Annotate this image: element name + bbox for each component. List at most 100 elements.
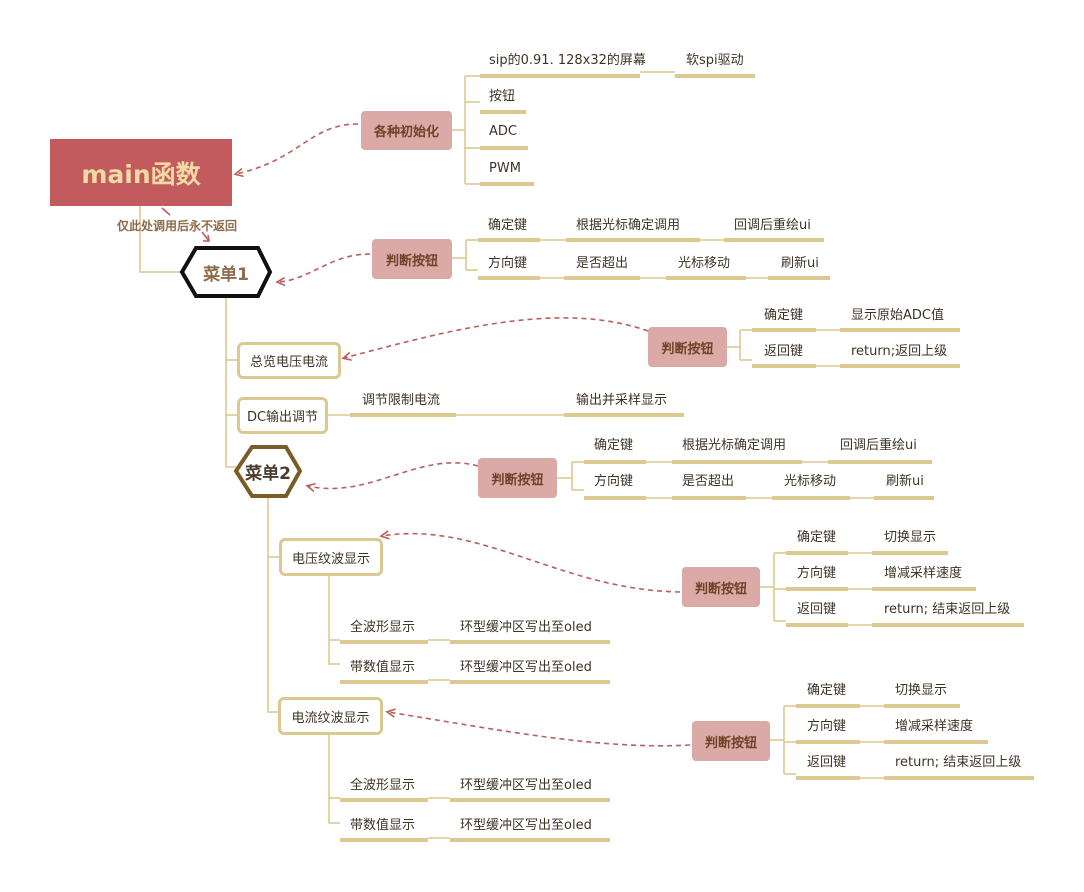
current-ripple-node[interactable]: 电流纹波显示 bbox=[278, 697, 383, 735]
underline bbox=[566, 238, 700, 242]
current-numeric: 带数值显示 bbox=[350, 818, 416, 833]
menu2-confirm-redraw: 回调后重绘ui bbox=[840, 438, 917, 453]
underline bbox=[340, 838, 428, 842]
init-item-screen: sip的0.91. 128x32的屏幕 bbox=[489, 53, 646, 68]
voltage-judge-node[interactable]: 判断按钮 bbox=[682, 567, 760, 607]
menu1-judge-node[interactable]: 判断按钮 bbox=[372, 239, 452, 279]
underline bbox=[796, 740, 860, 744]
voltage-toggle-display: 切换显示 bbox=[884, 530, 937, 545]
voltage-return: return; 结束返回上级 bbox=[884, 602, 1011, 617]
underline bbox=[872, 587, 976, 591]
menu2-judge-node[interactable]: 判断按钮 bbox=[478, 458, 557, 498]
underline bbox=[672, 460, 802, 464]
underline bbox=[350, 413, 456, 417]
init-item-spi: 软spi驱动 bbox=[686, 53, 744, 68]
underline bbox=[772, 496, 850, 500]
overview-confirm-key: 确定键 bbox=[764, 308, 804, 323]
menu1-confirm-redraw: 回调后重绘ui bbox=[734, 218, 811, 233]
underline bbox=[840, 328, 960, 332]
underline bbox=[872, 551, 948, 555]
current-sample-rate: 增减采样速度 bbox=[895, 719, 974, 734]
underline bbox=[340, 798, 428, 802]
voltage-back-key: 返回键 bbox=[797, 602, 837, 617]
underline bbox=[450, 838, 610, 842]
underline bbox=[480, 182, 534, 186]
menu1-direction-key: 方向键 bbox=[488, 256, 528, 271]
voltage-full-waveform: 全波形显示 bbox=[350, 620, 416, 635]
dc-limit-current: 调节限制电流 bbox=[362, 393, 441, 408]
menu2-direction-key: 方向键 bbox=[594, 474, 634, 489]
underline bbox=[340, 680, 428, 684]
menu2-direction-refresh: 刷新ui bbox=[886, 474, 924, 489]
menu2-confirm-key: 确定键 bbox=[594, 438, 634, 453]
underline bbox=[450, 680, 610, 684]
underline bbox=[480, 146, 528, 150]
current-direction-key: 方向键 bbox=[807, 719, 847, 734]
underline bbox=[786, 587, 848, 591]
underline bbox=[478, 276, 540, 280]
underline bbox=[786, 623, 848, 627]
menu1-hexagon bbox=[179, 246, 273, 298]
voltage-numeric-buffer: 环型缓冲区写出至oled bbox=[460, 660, 592, 675]
underline bbox=[584, 496, 646, 500]
underline bbox=[340, 640, 428, 644]
current-toggle-display: 切换显示 bbox=[895, 683, 948, 698]
underline bbox=[768, 276, 830, 280]
overview-return: return;返回上级 bbox=[851, 344, 948, 359]
menu1-confirm-key: 确定键 bbox=[488, 218, 528, 233]
menu1-direction-move: 光标移动 bbox=[678, 256, 731, 271]
main-function-node[interactable]: main函数 bbox=[50, 139, 232, 206]
underline bbox=[478, 238, 540, 242]
overview-show-adc: 显示原始ADC值 bbox=[851, 308, 944, 323]
init-item-pwm: PWM bbox=[489, 161, 521, 176]
current-back-key: 返回键 bbox=[807, 755, 847, 770]
overview-judge-node[interactable]: 判断按钮 bbox=[648, 327, 727, 367]
overview-node[interactable]: 总览电压电流 bbox=[237, 342, 341, 379]
menu1-confirm-call: 根据光标确定调用 bbox=[576, 218, 681, 233]
menu2-hexagon bbox=[233, 445, 303, 498]
voltage-ripple-node[interactable]: 电压纹波显示 bbox=[279, 538, 383, 576]
current-full-buffer: 环型缓冲区写出至oled bbox=[460, 778, 592, 793]
voltage-sample-rate: 增减采样速度 bbox=[884, 566, 963, 581]
menu1-direction-refresh: 刷新ui bbox=[781, 256, 819, 271]
underline bbox=[796, 704, 860, 708]
init-item-adc: ADC bbox=[489, 124, 517, 139]
underline bbox=[450, 798, 610, 802]
underline bbox=[752, 364, 816, 368]
main-note: 仅此处调用后永不返回 bbox=[117, 219, 238, 233]
current-judge-node[interactable]: 判断按钮 bbox=[692, 721, 770, 761]
underline bbox=[796, 776, 860, 780]
current-full-waveform: 全波形显示 bbox=[350, 778, 416, 793]
dc-output-sample: 输出并采样显示 bbox=[576, 393, 668, 408]
underline bbox=[884, 776, 1034, 780]
underline bbox=[450, 640, 610, 644]
underline bbox=[752, 328, 816, 332]
voltage-full-buffer: 环型缓冲区写出至oled bbox=[460, 620, 592, 635]
underline bbox=[840, 364, 960, 368]
underline bbox=[480, 110, 526, 114]
voltage-confirm-key: 确定键 bbox=[797, 530, 837, 545]
menu2-direction-check: 是否超出 bbox=[682, 474, 735, 489]
init-node[interactable]: 各种初始化 bbox=[361, 111, 452, 150]
voltage-numeric: 带数值显示 bbox=[350, 660, 416, 675]
underline bbox=[872, 623, 1024, 627]
underline bbox=[584, 460, 646, 464]
underline bbox=[564, 413, 684, 417]
current-confirm-key: 确定键 bbox=[807, 683, 847, 698]
underline bbox=[564, 276, 640, 280]
menu2-direction-move: 光标移动 bbox=[784, 474, 837, 489]
menu1-label[interactable]: 菜单1 bbox=[203, 264, 249, 285]
underline bbox=[480, 74, 640, 78]
current-numeric-buffer: 环型缓冲区写出至oled bbox=[460, 818, 592, 833]
menu2-confirm-call: 根据光标确定调用 bbox=[682, 438, 787, 453]
underline bbox=[675, 74, 755, 78]
menu1-direction-check: 是否超出 bbox=[576, 256, 629, 271]
underline bbox=[828, 460, 932, 464]
current-return: return; 结束返回上级 bbox=[895, 755, 1022, 770]
dc-node[interactable]: DC输出调节 bbox=[237, 397, 328, 434]
underline bbox=[874, 496, 934, 500]
menu2-label[interactable]: 菜单2 bbox=[245, 464, 291, 484]
voltage-direction-key: 方向键 bbox=[797, 566, 837, 581]
